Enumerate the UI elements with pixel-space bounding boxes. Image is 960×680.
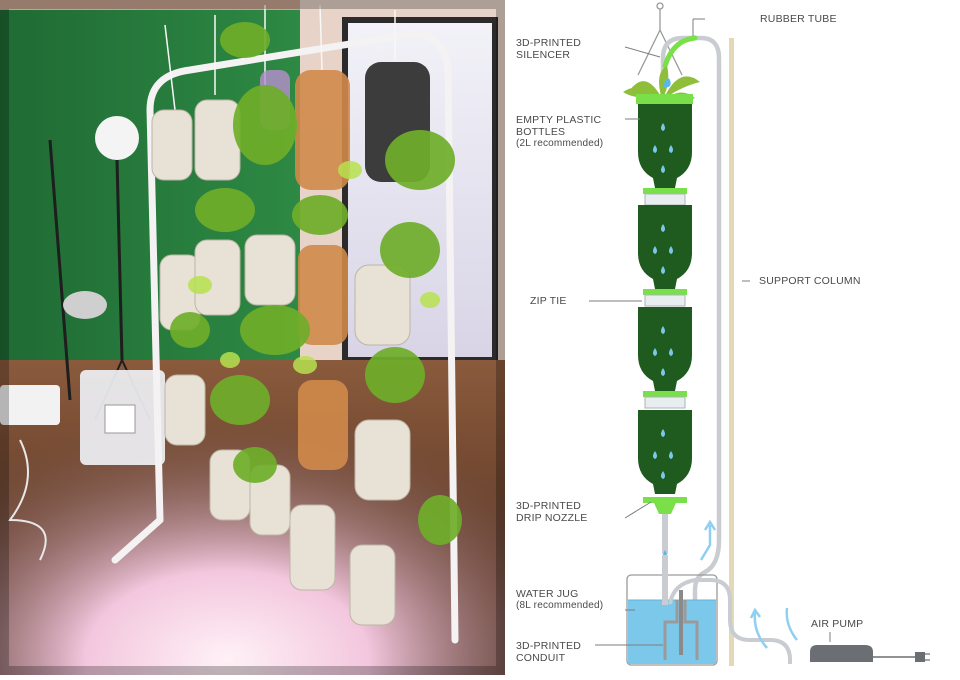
bottle-stack — [623, 66, 700, 104]
zip-tie-1 — [644, 193, 686, 206]
bottle-3 — [638, 307, 692, 391]
label-air-pump: AIR PUMP — [811, 618, 864, 630]
water-drop-icon — [661, 123, 665, 131]
water-drop-icon — [663, 78, 671, 88]
silencer — [662, 35, 698, 69]
bottle-garden-photo — [0, 0, 505, 675]
bottles-group — [638, 104, 692, 494]
airflow-arrows — [699, 519, 798, 649]
label-drip-nozzle: 3D-PRINTED DRIP NOZZLE — [516, 500, 588, 524]
diagram-drawing — [589, 2, 930, 666]
water-drop-icon — [661, 471, 665, 479]
support-column — [729, 38, 734, 666]
bottle-1 — [638, 104, 692, 188]
water-drop-icon — [661, 429, 665, 437]
water-drop-icon — [661, 368, 665, 376]
label-conduit: 3D-PRINTED CONDUIT — [516, 640, 582, 664]
conduit — [663, 590, 699, 660]
label-rubber-tube: RUBBER TUBE — [760, 13, 837, 25]
water-drop-icon — [661, 326, 665, 334]
water-drop-icon — [653, 348, 657, 356]
rubber-tube — [660, 35, 722, 640]
bottle-connector-3 — [643, 391, 687, 397]
bottle-connector-2 — [643, 289, 687, 295]
zip-tie-2 — [644, 294, 686, 307]
water-drop-icon — [661, 165, 665, 173]
bottle-connector-1 — [643, 188, 687, 194]
label-zip-tie: ZIP TIE — [530, 295, 567, 307]
vertical-garden-diagram: RUBBER TUBE 3D-PRINTED SILENCER EMPTY PL… — [505, 0, 960, 675]
leader-lines — [589, 18, 831, 646]
water-drop-icon — [669, 451, 673, 459]
water-drop-icon — [661, 266, 665, 274]
water-drop-icon — [669, 246, 673, 254]
bottle-4 — [638, 410, 692, 494]
water-drop-icon — [661, 224, 665, 232]
water-drop-icon — [653, 451, 657, 459]
bottle-garden-photo-image — [0, 0, 505, 675]
water-drop-icon — [669, 145, 673, 153]
zip-tie-3 — [644, 396, 686, 409]
hanging-hook — [637, 2, 683, 76]
water-drop-icon — [653, 145, 657, 153]
drip-nozzle — [643, 497, 687, 605]
water-jug — [626, 574, 718, 666]
label-support-column: SUPPORT COLUMN — [759, 275, 861, 287]
water-drop-icon — [669, 348, 673, 356]
hanging-bottle-garden — [151, 22, 462, 626]
water-drop-icon — [653, 246, 657, 254]
label-water-jug: WATER JUG (8L recommended) — [516, 588, 604, 611]
label-silencer: 3D-PRINTED SILENCER — [516, 37, 582, 61]
bottle-2 — [638, 205, 692, 289]
storage-bin — [0, 370, 165, 465]
label-bottles: EMPTY PLASTIC BOTTLES (2L recommended) — [516, 114, 604, 149]
air-pump — [810, 645, 930, 662]
air-tube — [668, 578, 792, 664]
bottle-stand-frame — [111, 30, 459, 644]
